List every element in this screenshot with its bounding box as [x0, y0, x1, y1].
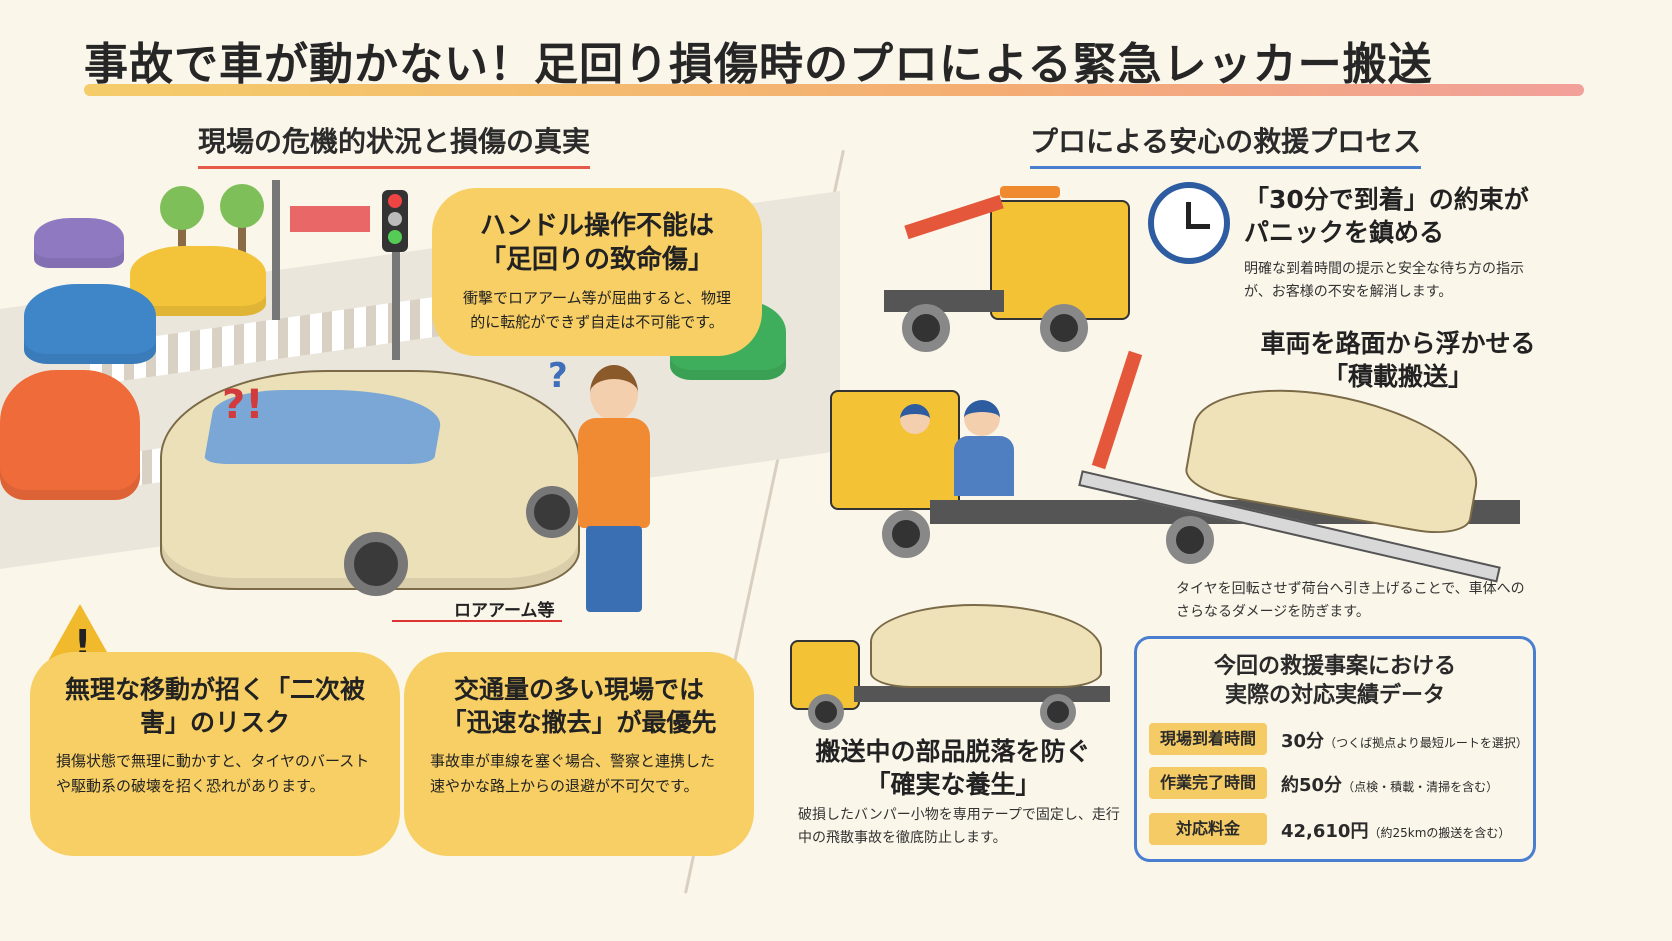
page-title: 事故で車が動かない！足回り損傷時のプロによる緊急レッカー搬送	[84, 39, 1433, 90]
beacon-light	[1000, 186, 1060, 198]
rear-wheel	[526, 486, 578, 538]
left-section-heading: 現場の危機的状況と損傷の真実	[198, 120, 591, 169]
tow-truck-bed	[884, 290, 1004, 312]
worried-person-head	[590, 365, 638, 421]
alarm-marks: ?!	[222, 382, 264, 428]
clock-icon	[1148, 182, 1230, 264]
tree	[178, 220, 186, 260]
purple-car	[34, 218, 124, 268]
bubble-heading: ハンドル操作不能は「足回りの致命傷」	[479, 211, 714, 275]
question-mark: ?	[548, 356, 568, 396]
lower-arm-callout: ロアアーム等	[454, 601, 555, 621]
step1-heading: 「30分で到着」の約束がパニックを鎮める	[1244, 185, 1529, 247]
step2-body: タイヤを回転させず荷台へ引き上げることで、車体へのさらなるダメージを防ぎます。	[1176, 581, 1525, 621]
tree	[160, 186, 204, 230]
data-row: 現場到着時間 30分（つくば拠点より最短ルートを選択）	[1149, 723, 1529, 755]
orange-car	[0, 370, 140, 500]
tree	[220, 184, 264, 228]
bubble-heading: 無理な移動が招く「二次被害」のリスク	[64, 675, 365, 737]
secured-car	[870, 604, 1102, 688]
small-truck-wheel	[808, 694, 844, 730]
operator-body	[954, 436, 1014, 496]
worried-person-body	[578, 418, 650, 528]
steering-failure-bubble: ハンドル操作不能は「足回りの致命傷」 衝撃でロアアーム等が屈曲すると、物理的に転…	[432, 188, 762, 356]
data-value: 約50分（点検・積載・清掃を含む）	[1281, 775, 1499, 796]
tow-truck-wheel	[902, 304, 950, 352]
step3-heading: 搬送中の部品脱落を防ぐ「確実な養生」	[815, 737, 1091, 799]
bubble-body: 事故車が車線を塞ぐ場合、警察と連携した速やかな路上からの退避が不可欠です。	[430, 752, 716, 795]
data-label: 現場到着時間	[1149, 723, 1267, 755]
data-row: 作業完了時間 約50分（点検・積載・清掃を含む）	[1149, 767, 1529, 799]
step2-heading: 車両を路面から浮かせる「積載搬送」	[1260, 329, 1536, 391]
winch-arm	[1091, 350, 1143, 470]
tow-truck-cab	[990, 200, 1130, 320]
data-label: 作業完了時間	[1149, 767, 1267, 799]
tow-truck-wheel	[1040, 304, 1088, 352]
small-truck-wheel	[1040, 694, 1076, 730]
signal-pole	[272, 180, 280, 320]
tree	[238, 220, 246, 260]
clock-minute-hand	[1186, 224, 1210, 229]
tow-boom	[904, 194, 1004, 240]
data-label: 対応料金	[1149, 813, 1267, 845]
flatbed-truck-cab	[830, 390, 960, 510]
quick-removal-bubble: 交通量の多い現場では「迅速な撤去」が最優先 事故車が車線を塞ぐ場合、警察と連携し…	[404, 652, 754, 856]
shop-awning	[290, 206, 370, 232]
callout-line	[392, 620, 562, 622]
data-value: 30分（つくば拠点より最短ルートを選択）	[1281, 731, 1528, 752]
right-section-heading: プロによる安心の救援プロセス	[1030, 120, 1422, 169]
blue-car	[24, 284, 156, 364]
bubble-body: 衝撃でロアアーム等が屈曲すると、物理的に転舵ができず自走は不可能です。	[462, 288, 732, 332]
data-title: 今回の救援事案における実際の対応実績データ	[1213, 654, 1456, 708]
step3-body: 破損したバンパー小物を専用テープで固定し、走行中の飛散事故を徹底防止します。	[798, 807, 1120, 847]
damaged-front-wheel	[344, 532, 408, 596]
flatbed-wheel	[882, 510, 930, 558]
title-underline	[84, 84, 1584, 96]
step1-body: 明確な到着時間の提示と安全な待ち方の指示が、お客様の不安を解消します。	[1244, 261, 1524, 301]
clock-hour-hand	[1186, 202, 1191, 228]
data-row: 対応料金 42,610円（約25kmの搬送を含む）	[1149, 813, 1529, 845]
secondary-damage-bubble: 無理な移動が招く「二次被害」のリスク 損傷状態で無理に動かすと、タイヤのバースト…	[30, 652, 400, 856]
driver	[900, 404, 930, 434]
worried-person-legs	[586, 526, 642, 612]
results-data-box: 今回の救援事案における実際の対応実績データ 現場到着時間 30分（つくば拠点より…	[1134, 636, 1536, 862]
bubble-heading: 交通量の多い現場では「迅速な撤去」が最優先	[441, 675, 717, 737]
traffic-signal-icon	[382, 190, 408, 252]
signal-pole	[392, 210, 400, 360]
data-value: 42,610円（約25kmの搬送を含む）	[1281, 821, 1511, 842]
bubble-body: 損傷状態で無理に動かすと、タイヤのバーストや駆動系の破壊を招く恐れがあります。	[56, 752, 370, 795]
operator-head	[964, 400, 1000, 436]
flatbed-wheel	[1166, 516, 1214, 564]
